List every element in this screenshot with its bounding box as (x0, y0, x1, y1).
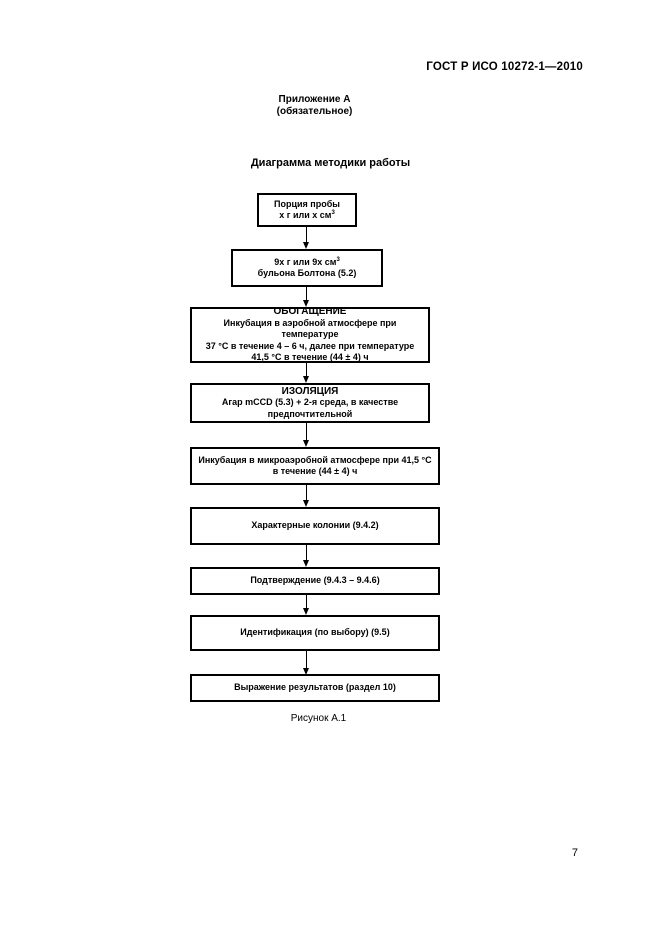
annex-title: Приложение А (278, 94, 351, 105)
arrow-head-1 (303, 242, 309, 249)
arrow-head-8 (303, 668, 309, 675)
step-isolation: ИЗОЛЯЦИЯ Агар mCCD (5.3) + 2-я среда, в … (190, 383, 430, 423)
step-microaerobic-incubation-line1: Инкубация в микроаэробной атмосфере при … (198, 454, 432, 465)
arrow-head-2 (303, 300, 309, 307)
step-result-expression: Выражение результатов (раздел 10) (190, 674, 440, 702)
step-bolton-broth-line2: бульона Болтона (5.2) (257, 268, 357, 278)
step-confirmation-line1: Подтверждение (9.4.3 – 9.4.6) (250, 575, 380, 586)
arrow-8 (306, 651, 307, 669)
step-enrichment: ОБОГАЩЕНИЕ Инкубация в аэробной атмосфер… (190, 306, 430, 363)
step-isolation-line2: предпочтительной (267, 408, 353, 419)
arrow-1 (306, 227, 307, 243)
step-result-expression-line1: Выражение результатов (раздел 10) (234, 682, 396, 693)
arrow-6 (306, 545, 307, 561)
step-sample-portion-sup: 3 (331, 210, 335, 216)
standard-header: ГОСТ Р ИСО 10272-1—2010 (426, 61, 583, 73)
step-bolton-broth-line1: 9x г или 9x см (274, 256, 337, 267)
figure-caption: Рисунок А.1 (290, 713, 347, 724)
diagram-title: Диаграмма методики работы (250, 157, 411, 169)
step-enrichment-line1: Инкубация в аэробной атмосфере при темпе… (223, 317, 397, 340)
step-characteristic-colonies: Характерные колонии (9.4.2) (190, 507, 440, 545)
step-sample-portion: Порция пробы x г или x см3 (257, 193, 357, 227)
step-identification: Идентификация (по выбору) (9.5) (190, 615, 440, 651)
step-confirmation: Подтверждение (9.4.3 – 9.4.6) (190, 567, 440, 595)
arrow-4 (306, 423, 307, 441)
step-identification-line1: Идентификация (по выбору) (9.5) (240, 627, 390, 638)
annex-status: (обязательное) (276, 106, 353, 117)
step-isolation-line1: Агар mCCD (5.3) + 2-я среда, в качестве (221, 397, 399, 408)
step-microaerobic-incubation: Инкубация в микроаэробной атмосфере при … (190, 447, 440, 485)
arrow-head-4 (303, 440, 309, 447)
arrow-7 (306, 595, 307, 609)
step-bolton-broth: 9x г или 9x см3 бульона Болтона (5.2) (231, 249, 383, 287)
step-enrichment-title: ОБОГАЩЕНИЕ (273, 306, 347, 318)
step-bolton-broth-sup: 3 (336, 256, 340, 263)
arrow-head-6 (303, 560, 309, 567)
step-enrichment-line3: 41,5 °С в течение (44 ± 4) ч (251, 352, 369, 363)
arrow-head-7 (303, 608, 309, 615)
step-isolation-title: ИЗОЛЯЦИЯ (281, 385, 339, 397)
step-microaerobic-incubation-line2: в течение (44 ± 4) ч (272, 466, 358, 476)
arrow-head-5 (303, 500, 309, 507)
arrow-2 (306, 287, 307, 301)
page-number: 7 (571, 847, 578, 859)
step-enrichment-line2: 37 °С в течение 4 – 6 ч, далее при темпе… (205, 340, 415, 351)
arrow-head-3 (303, 376, 309, 383)
step-sample-portion-line2: x г или x см (279, 210, 332, 220)
step-sample-portion-line1: Порция пробы (274, 198, 340, 209)
arrow-3 (306, 363, 307, 377)
arrow-5 (306, 485, 307, 501)
step-characteristic-colonies-line1: Характерные колонии (9.4.2) (251, 520, 379, 531)
